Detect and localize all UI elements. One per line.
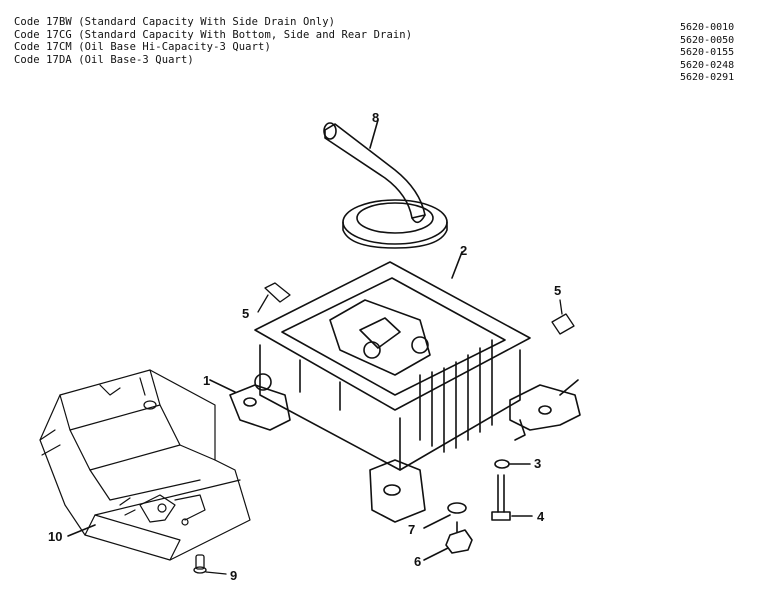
dipstick-cap-part-8: [323, 119, 448, 249]
callout-2: 2: [460, 243, 467, 258]
callout-10: 10: [48, 529, 62, 544]
base-outline-part-10: [39, 369, 251, 561]
code-line: Code 17DA (Oil Base-3 Quart): [14, 53, 194, 66]
washer-part-3: [494, 459, 531, 469]
callout-6: 6: [414, 554, 421, 569]
callout-3: 3: [534, 456, 541, 471]
code-list: Code 17BW (Standard Capacity With Side D…: [14, 16, 412, 66]
nut-part-6: [423, 521, 473, 561]
callout-8: 8: [372, 110, 379, 125]
part-number: 5620-0010: [680, 22, 735, 33]
callout-5-right: 5: [554, 283, 561, 298]
part-number: 5620-0291: [680, 72, 735, 83]
callout-1: 1: [203, 373, 210, 388]
part-number: 5620-0155: [680, 47, 735, 58]
callout-5-left: 5: [242, 306, 249, 321]
part-number-list: 5620-0010 5620-0050 5620-0155 5620-0248 …: [680, 22, 734, 85]
part-number: 5620-0050: [680, 34, 735, 46]
code-line: Code 17CM (Oil Base Hi-Capacity-3 Quart): [14, 41, 271, 53]
gasket-part-2: [254, 251, 531, 411]
callout-9: 9: [230, 568, 237, 583]
part-number: 5620-0248: [680, 59, 735, 71]
plug-part-5-right: [551, 299, 575, 335]
callout-4: 4: [537, 509, 545, 524]
code-line: Code 17BW (Standard Capacity With Side D…: [14, 16, 336, 28]
oil-base-body: [229, 299, 581, 523]
bolt-part-4: [491, 474, 533, 521]
screw-part-9: [193, 554, 227, 575]
code-line: Code 17CG (Standard Capacity With Bottom…: [14, 28, 413, 41]
washer-part-7: [423, 502, 467, 529]
leader-line-10: [67, 524, 96, 537]
leader-line-1: [209, 379, 236, 393]
callout-7: 7: [408, 522, 415, 537]
plug-part-5-left: [257, 282, 291, 313]
